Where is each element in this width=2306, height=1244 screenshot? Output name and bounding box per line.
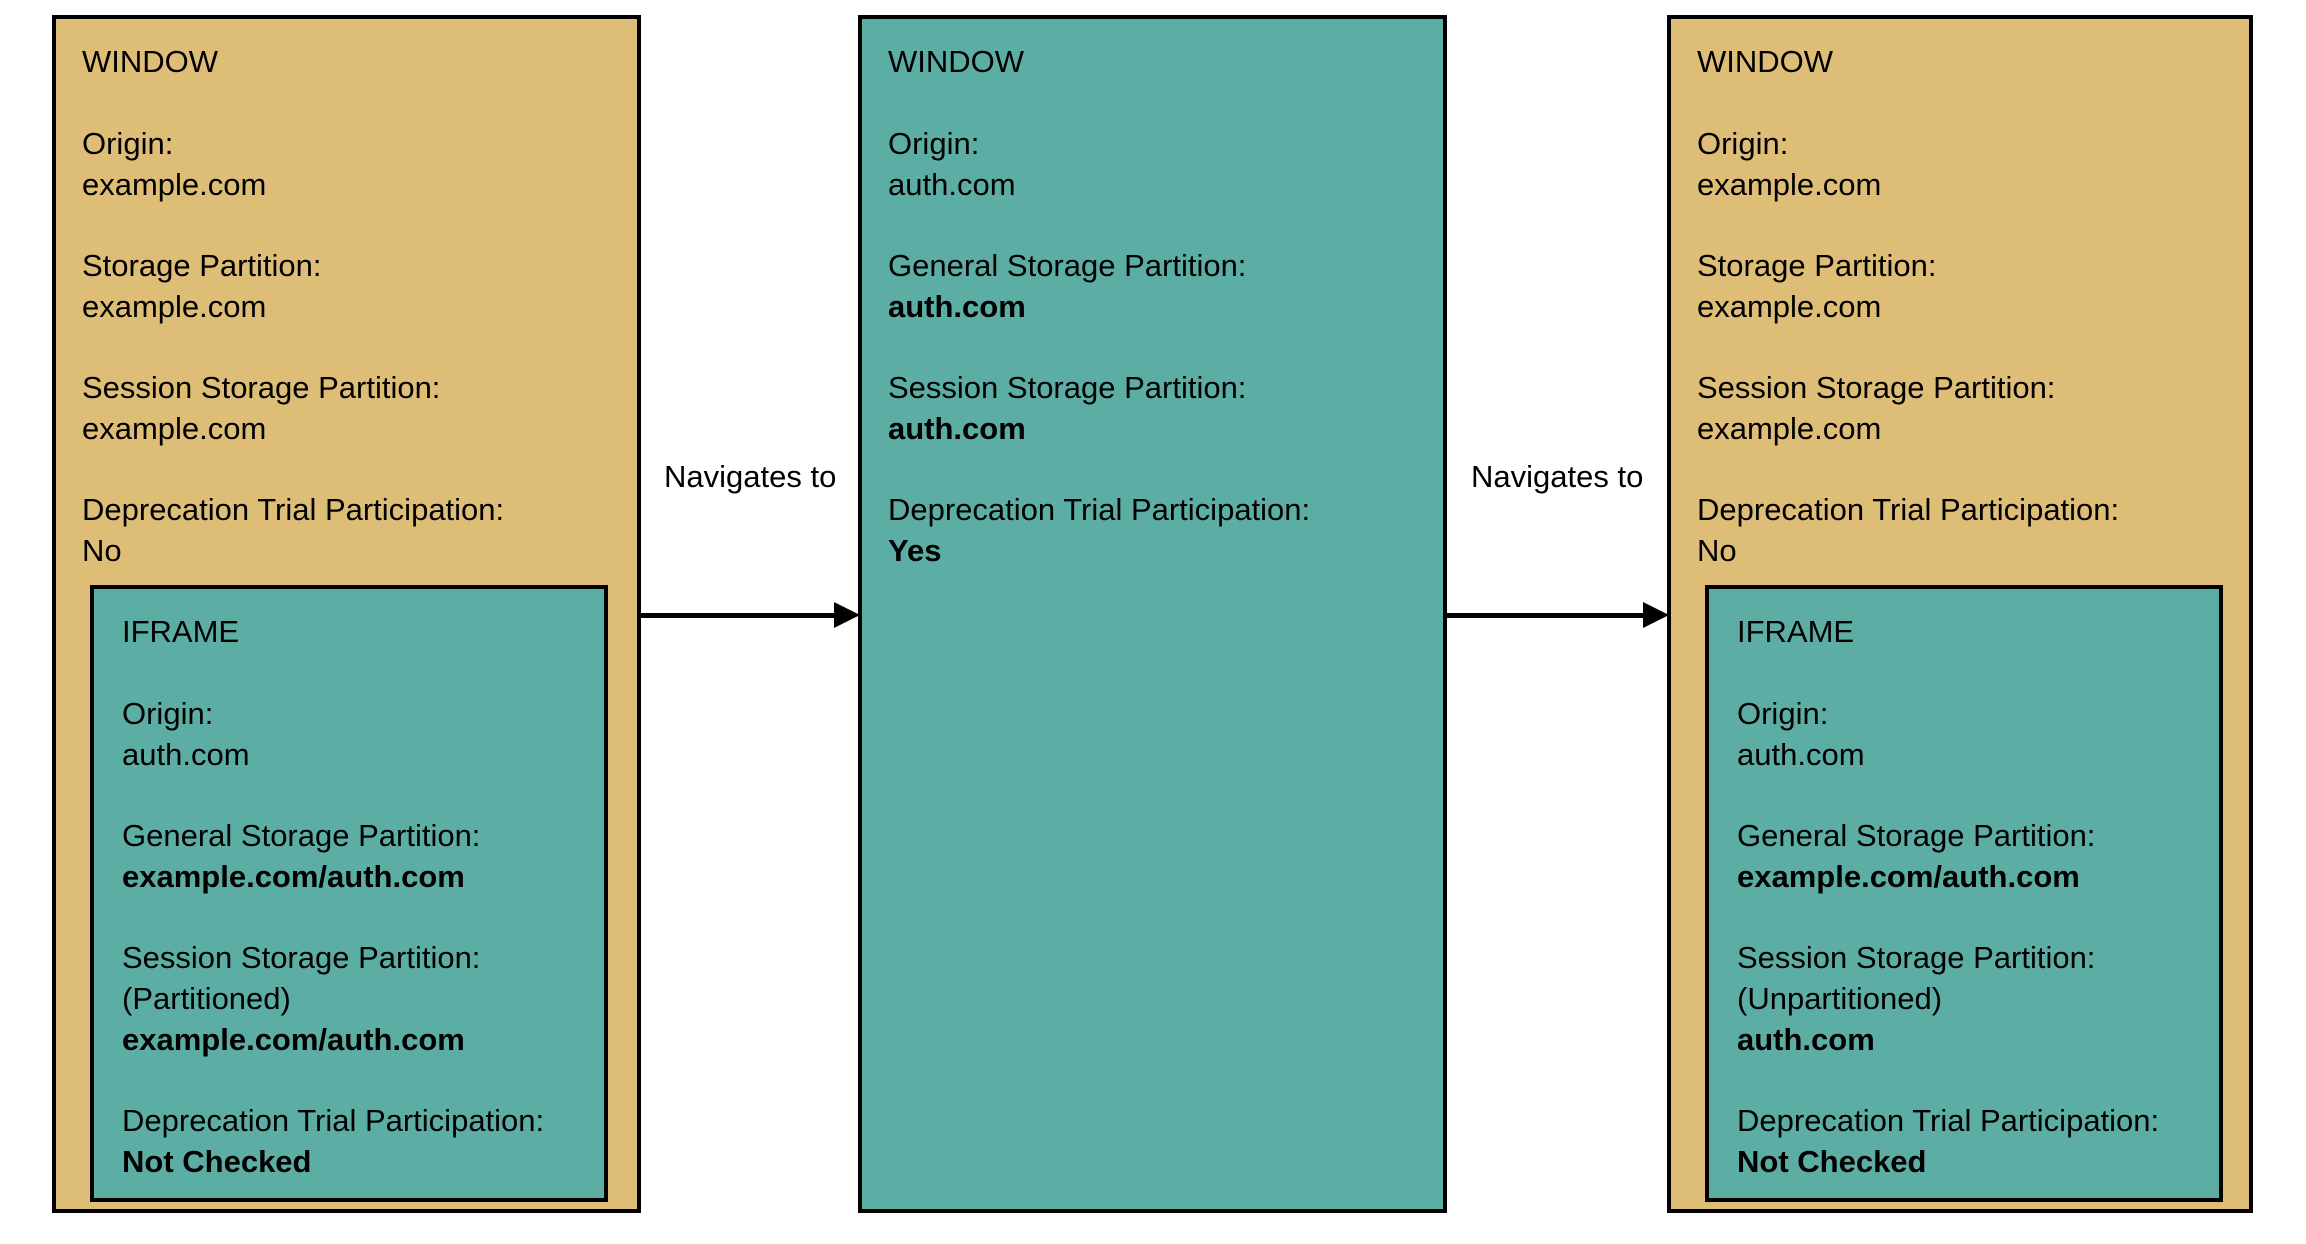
field-label: Origin: bbox=[82, 126, 174, 161]
window-panel-3-content: WINDOW Origin: example.com Storage Parti… bbox=[1671, 19, 2249, 571]
window-panel-1-field-origin: Origin: example.com bbox=[82, 123, 637, 205]
iframe-box-panel-1: IFRAME Origin: auth.com General Storage … bbox=[90, 585, 608, 1202]
iframe-panel-3-field-deprecation-trial: Deprecation Trial Participation: Not Che… bbox=[1737, 1100, 2219, 1182]
window-panel-1-title: WINDOW bbox=[82, 44, 219, 79]
field-label: Session Storage Partition: bbox=[82, 370, 441, 405]
window-panel-2-content: WINDOW Origin: auth.com General Storage … bbox=[862, 19, 1443, 571]
iframe-panel-1-field-session-storage-partition: Session Storage Partition: (Partitioned)… bbox=[122, 937, 604, 1060]
field-label: Session Storage Partition: bbox=[1697, 370, 2056, 405]
field-label: Session Storage Partition: bbox=[122, 940, 481, 975]
window-panel-1-field-storage-partition: Storage Partition: example.com bbox=[82, 245, 637, 327]
iframe-panel-1-field-deprecation-trial: Deprecation Trial Participation: Not Che… bbox=[122, 1100, 604, 1182]
field-value: auth.com bbox=[888, 411, 1026, 446]
window-panel-3-title: WINDOW bbox=[1697, 44, 1834, 79]
arrow-1-shaft bbox=[641, 613, 837, 618]
arrow-2-shaft bbox=[1447, 613, 1646, 618]
field-label: Deprecation Trial Participation: bbox=[1737, 1103, 2160, 1138]
field-label: Origin: bbox=[1737, 696, 1829, 731]
field-value: Not Checked bbox=[122, 1144, 312, 1179]
field-label: General Storage Partition: bbox=[888, 248, 1247, 283]
field-label: General Storage Partition: bbox=[122, 818, 481, 853]
field-label: Storage Partition: bbox=[82, 248, 322, 283]
field-value: auth.com bbox=[1737, 1022, 1875, 1057]
window-panel-2-field-origin: Origin: auth.com bbox=[888, 123, 1443, 205]
window-panel-1-content: WINDOW Origin: example.com Storage Parti… bbox=[56, 19, 637, 571]
arrow-2 bbox=[1447, 595, 1669, 635]
field-label: Session Storage Partition: bbox=[888, 370, 1247, 405]
field-label: Storage Partition: bbox=[1697, 248, 1937, 283]
field-value: auth.com bbox=[888, 289, 1026, 324]
field-label: Deprecation Trial Participation: bbox=[122, 1103, 545, 1138]
field-label: Origin: bbox=[888, 126, 980, 161]
field-note: (Unpartitioned) bbox=[1737, 981, 1943, 1016]
window-panel-2-field-general-storage-partition: General Storage Partition: auth.com bbox=[888, 245, 1443, 327]
window-panel-3-field-origin: Origin: example.com bbox=[1697, 123, 2249, 205]
field-label: Deprecation Trial Participation: bbox=[1697, 492, 2120, 527]
field-value: No bbox=[1697, 533, 1737, 568]
field-label: Origin: bbox=[1697, 126, 1789, 161]
field-value: auth.com bbox=[888, 167, 1016, 202]
window-panel-2-field-deprecation-trial: Deprecation Trial Participation: Yes bbox=[888, 489, 1443, 571]
window-panel-3-field-session-storage-partition: Session Storage Partition: example.com bbox=[1697, 367, 2249, 449]
field-value: example.com/auth.com bbox=[122, 1022, 465, 1057]
field-value: auth.com bbox=[1737, 737, 1865, 772]
field-value: example.com/auth.com bbox=[122, 859, 465, 894]
field-value: example.com bbox=[82, 289, 267, 324]
window-panel-2: WINDOW Origin: auth.com General Storage … bbox=[858, 15, 1447, 1213]
iframe-box-panel-1-content: IFRAME Origin: auth.com General Storage … bbox=[94, 589, 604, 1182]
field-value: Not Checked bbox=[1737, 1144, 1927, 1179]
window-panel-2-field-session-storage-partition: Session Storage Partition: auth.com bbox=[888, 367, 1443, 449]
field-note: (Partitioned) bbox=[122, 981, 291, 1016]
window-panel-1-field-deprecation-trial: Deprecation Trial Participation: No bbox=[82, 489, 637, 571]
field-value: example.com bbox=[82, 411, 267, 446]
iframe-panel-3-field-general-storage-partition: General Storage Partition: example.com/a… bbox=[1737, 815, 2219, 897]
field-label: General Storage Partition: bbox=[1737, 818, 2096, 853]
window-panel-1: WINDOW Origin: example.com Storage Parti… bbox=[52, 15, 641, 1213]
window-panel-3: WINDOW Origin: example.com Storage Parti… bbox=[1667, 15, 2253, 1213]
window-panel-1-field-session-storage-partition: Session Storage Partition: example.com bbox=[82, 367, 637, 449]
arrow-1-label: Navigates to bbox=[664, 459, 837, 494]
arrow-2-label: Navigates to bbox=[1471, 459, 1644, 494]
field-value: example.com bbox=[1697, 167, 1882, 202]
iframe-box-panel-3: IFRAME Origin: auth.com General Storage … bbox=[1705, 585, 2223, 1202]
iframe-panel-3-field-session-storage-partition: Session Storage Partition: (Unpartitione… bbox=[1737, 937, 2219, 1060]
field-value: example.com bbox=[1697, 289, 1882, 324]
field-label: Deprecation Trial Participation: bbox=[888, 492, 1311, 527]
field-value: No bbox=[82, 533, 122, 568]
window-panel-3-field-storage-partition: Storage Partition: example.com bbox=[1697, 245, 2249, 327]
window-panel-3-field-deprecation-trial: Deprecation Trial Participation: No bbox=[1697, 489, 2249, 571]
iframe-panel-1-field-general-storage-partition: General Storage Partition: example.com/a… bbox=[122, 815, 604, 897]
field-value: Yes bbox=[888, 533, 942, 568]
field-label: Session Storage Partition: bbox=[1737, 940, 2096, 975]
field-label: Deprecation Trial Participation: bbox=[82, 492, 505, 527]
iframe-box-panel-1-title: IFRAME bbox=[122, 614, 240, 649]
arrow-2-head bbox=[1643, 602, 1669, 628]
arrow-1 bbox=[641, 595, 860, 635]
field-label: Origin: bbox=[122, 696, 214, 731]
arrow-1-head bbox=[834, 602, 860, 628]
field-value: example.com bbox=[1697, 411, 1882, 446]
iframe-panel-1-field-origin: Origin: auth.com bbox=[122, 693, 604, 775]
window-panel-2-title: WINDOW bbox=[888, 44, 1025, 79]
field-value: example.com bbox=[82, 167, 267, 202]
iframe-box-panel-3-content: IFRAME Origin: auth.com General Storage … bbox=[1709, 589, 2219, 1182]
field-value: auth.com bbox=[122, 737, 250, 772]
iframe-panel-3-field-origin: Origin: auth.com bbox=[1737, 693, 2219, 775]
iframe-box-panel-3-title: IFRAME bbox=[1737, 614, 1855, 649]
field-value: example.com/auth.com bbox=[1737, 859, 2080, 894]
